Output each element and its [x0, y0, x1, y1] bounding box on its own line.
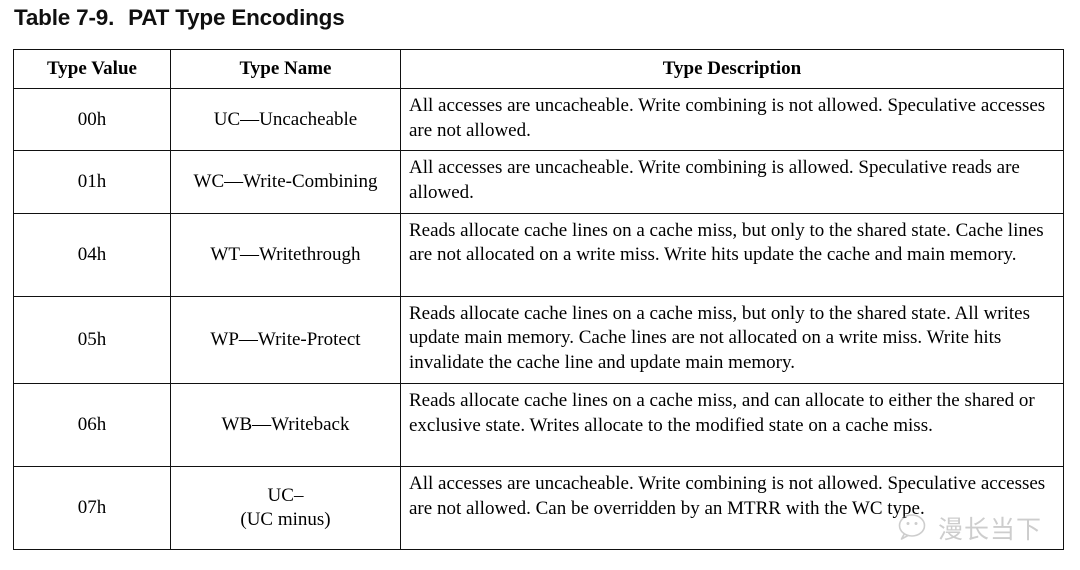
cell-type-value: 04h: [13, 212, 171, 297]
cell-type-description: Reads allocate cache lines on a cache mi…: [400, 382, 1064, 467]
cell-type-name: WB—Writeback: [170, 382, 401, 467]
cell-type-value: 05h: [13, 295, 171, 384]
cell-type-name: WP—Write-Protect: [170, 295, 401, 384]
table-row: 04h WT—Writethrough Reads allocate cache…: [13, 212, 1064, 297]
cell-type-description: All accesses are uncacheable. Write comb…: [400, 150, 1064, 214]
pat-type-encodings-table: Type Value Type Name Type Description 00…: [13, 49, 1064, 550]
column-header-type-description: Type Description: [400, 49, 1064, 89]
table-row: 05h WP—Write-Protect Reads allocate cach…: [13, 295, 1064, 384]
cell-type-name: WT—Writethrough: [170, 212, 401, 297]
cell-type-description: All accesses are uncacheable. Write comb…: [400, 465, 1064, 550]
table-row: 00h UC—Uncacheable All accesses are unca…: [13, 87, 1064, 152]
cell-type-value: 07h: [13, 465, 171, 550]
cell-type-description: All accesses are uncacheable. Write comb…: [400, 87, 1064, 152]
cell-type-name-line1: WT—Writethrough: [210, 243, 361, 265]
column-header-type-name: Type Name: [170, 49, 401, 89]
table-caption-number: Table 7-9.: [14, 5, 115, 30]
cell-type-value: 01h: [13, 150, 171, 214]
table-caption: Table 7-9. PAT Type Encodings: [14, 5, 345, 31]
cell-type-description: Reads allocate cache lines on a cache mi…: [400, 295, 1064, 384]
cell-type-name-line1: WP—Write-Protect: [210, 328, 361, 350]
cell-type-name: UC– (UC minus): [170, 465, 401, 550]
cell-type-name: WC—Write-Combining: [170, 150, 401, 214]
cell-type-name: UC—Uncacheable: [170, 87, 401, 152]
table-row: 06h WB—Writeback Reads allocate cache li…: [13, 382, 1064, 467]
cell-type-name-line2: (UC minus): [240, 508, 331, 530]
cell-type-value: 06h: [13, 382, 171, 467]
cell-type-name-line1: WC—Write-Combining: [193, 170, 378, 192]
cell-type-value: 00h: [13, 87, 171, 152]
table-row: 01h WC—Write-Combining All accesses are …: [13, 150, 1064, 214]
cell-type-description: Reads allocate cache lines on a cache mi…: [400, 212, 1064, 297]
table-header-row: Type Value Type Name Type Description: [13, 49, 1064, 89]
column-header-type-value: Type Value: [13, 49, 171, 89]
cell-type-name-line1: UC–: [267, 484, 304, 506]
cell-type-name-line1: UC—Uncacheable: [213, 108, 358, 130]
table-row: 07h UC– (UC minus) All accesses are unca…: [13, 465, 1064, 550]
table-caption-title: PAT Type Encodings: [128, 5, 345, 30]
cell-type-name-line1: WB—Writeback: [221, 413, 350, 435]
